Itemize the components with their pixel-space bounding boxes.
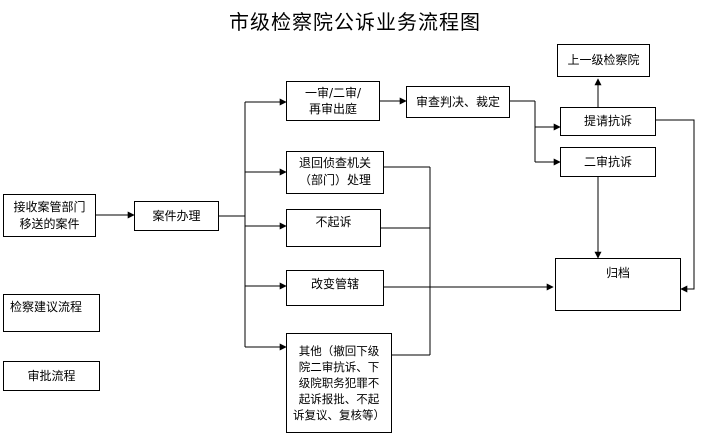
node-second-instance-protest: 二审抗诉 (560, 147, 656, 177)
node-review-judgment: 审查判决、裁定 (406, 86, 510, 118)
node-archive: 归档 (555, 258, 681, 311)
node-procuratorial-suggestion: 检察建议流程 (3, 294, 100, 332)
node-handle-case: 案件办理 (134, 201, 219, 231)
node-change-jurisdiction: 改变管辖 (286, 270, 384, 306)
node-return-investigation: 退回侦查机关 （部门）处理 (286, 151, 384, 194)
arrow-request-to-archive (656, 119, 695, 293)
node-others: 其他（撤回下级 院二审抗诉、下 级院职务犯罪不 起诉报批、不起 诉复议、复核等） (286, 333, 392, 433)
node-trial-appearance: 一审/二审/ 再审出庭 (286, 81, 380, 121)
page-title: 市级检察院公诉业务流程图 (229, 10, 481, 34)
node-approval-process: 审批流程 (3, 361, 100, 391)
node-receive-case: 接收案管部门 移送的案件 (3, 194, 96, 237)
node-no-prosecution: 不起诉 (286, 209, 381, 247)
node-request-protest: 提请抗诉 (560, 107, 656, 136)
node-superior-procuratorate: 上一级检察院 (557, 44, 650, 77)
